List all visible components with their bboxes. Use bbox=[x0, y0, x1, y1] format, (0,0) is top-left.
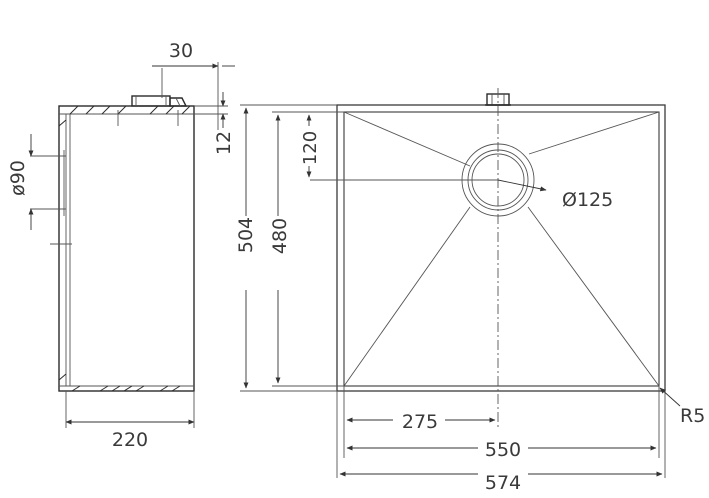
front-inner-basin bbox=[343, 111, 660, 387]
basin-slope-lines bbox=[343, 111, 660, 387]
front-view: 504 480 120 Ø125 275 550 574 R5 bbox=[235, 88, 705, 494]
overflow-fitting bbox=[131, 95, 188, 107]
front-outer-width-label: 574 bbox=[485, 472, 521, 494]
front-inner-width-label: 550 bbox=[485, 439, 521, 461]
top-rim-hatch bbox=[69, 105, 191, 115]
side-top-offset-label: 30 bbox=[169, 40, 193, 62]
side-depth-label: 220 bbox=[112, 429, 148, 451]
bottom-rim-hatch bbox=[71, 385, 181, 392]
front-overflow-fitting bbox=[485, 93, 511, 106]
front-outer-frame bbox=[336, 104, 666, 392]
side-drain-dia-label: ø90 bbox=[7, 160, 29, 196]
side-view: 220 30 12 ø90 bbox=[7, 40, 235, 451]
front-drain-offset-label: 120 bbox=[300, 131, 321, 165]
front-drain-dia-label: Ø125 bbox=[562, 189, 613, 211]
front-outer-height-label: 504 bbox=[235, 217, 257, 253]
front-inner-height-label: 480 bbox=[269, 218, 291, 254]
side-rim-label: 12 bbox=[213, 131, 235, 155]
front-radius-label: R5 bbox=[680, 405, 705, 427]
front-drain-x-label: 275 bbox=[402, 411, 438, 433]
side-body bbox=[58, 105, 195, 392]
